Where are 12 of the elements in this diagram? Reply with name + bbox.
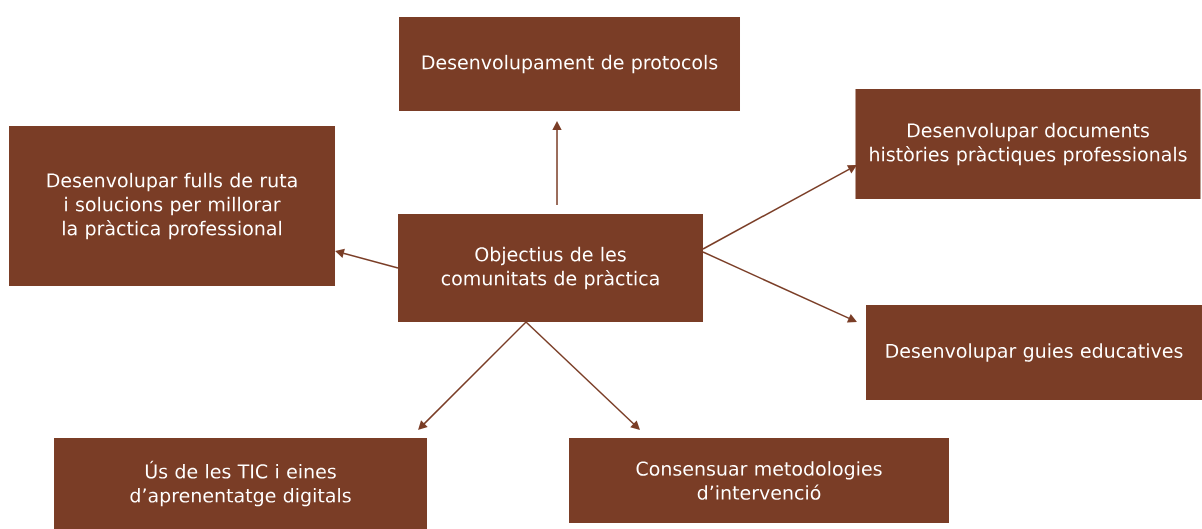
- arrow: [702, 165, 857, 250]
- arrow: [552, 121, 562, 206]
- text-box: Consensuar metodologies d’intervenció: [569, 438, 949, 523]
- text-box: Desenvolupar guies educatives: [866, 305, 1202, 400]
- arrow: [525, 321, 640, 430]
- arrow: [418, 321, 527, 430]
- text-box: Desenvolupar documents històries pràctiques professionals: [855, 89, 1201, 199]
- text-box: Desenvolupar fulls de ruta i solucions per millorar la pràctica professional: [9, 126, 335, 286]
- text-box: Desenvolupament de protocols: [399, 17, 740, 111]
- text-box: Ús de les TIC i eines d’aprenentatge digitals: [54, 438, 427, 529]
- arrow: [702, 251, 857, 323]
- text-box: Objectius de les comunitats de pràctica: [398, 214, 703, 322]
